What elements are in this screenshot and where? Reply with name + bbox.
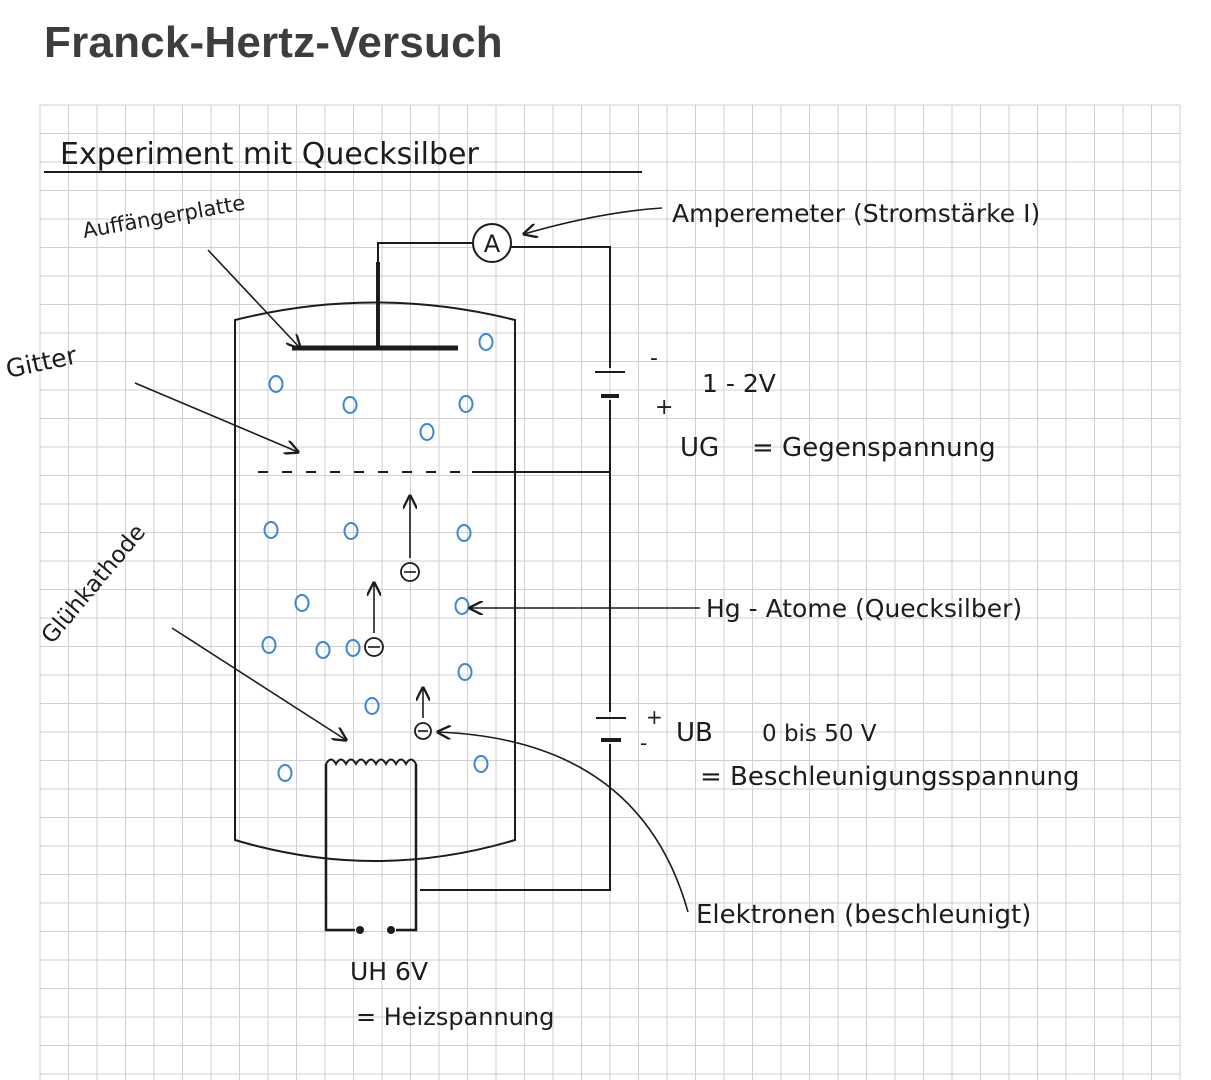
mercury-atom [261, 636, 277, 654]
glass-tube [234, 301, 516, 862]
mercury-atom [294, 594, 310, 612]
electrons-label-arrow [438, 732, 689, 913]
ammeter-label-arrow [524, 207, 663, 234]
heater-voltage-label: UH 6V [350, 957, 428, 986]
wire-plate-to-ammeter [377, 242, 472, 262]
mercury-atom [454, 597, 470, 615]
grid-label-arrow [134, 382, 298, 452]
ammeter-icon [472, 223, 512, 263]
counter-voltage-symbol: UG [680, 433, 719, 463]
mercury-atom [478, 333, 494, 351]
ammeter-label: Amperemeter (Stromstärke I) [672, 199, 1040, 228]
electron [400, 562, 420, 582]
mercury-atom [473, 755, 489, 773]
plate-label: Auffängerplatte [81, 191, 247, 243]
mercury-atom [364, 697, 380, 715]
mercury-atom [268, 375, 284, 393]
mercury-atom [456, 524, 472, 542]
cathode-label: Glühkathode [37, 520, 151, 649]
mercury-atom [315, 641, 331, 659]
electron [414, 722, 432, 740]
plate-label-arrow [207, 249, 300, 348]
electron [364, 637, 384, 657]
mercury-atom [263, 521, 279, 539]
heater-wire-right [396, 764, 418, 932]
counter-voltage-range: 1 - 2V [702, 369, 776, 398]
electrons [364, 496, 432, 740]
mercury-atom [457, 663, 473, 681]
wire-to-heater [420, 744, 611, 891]
heater-voltage-name: = Heizspannung [356, 1003, 554, 1031]
mercury-atom [458, 395, 474, 413]
mercury-atom [419, 423, 435, 441]
mercury-atom [342, 396, 358, 414]
cathode-filament [325, 758, 417, 767]
ammeter-symbol: A [484, 230, 501, 258]
accel-voltage-symbol: UB [676, 718, 713, 748]
accel-minus-sign: - [640, 731, 647, 755]
electrons-label: Elektronen (beschleunigt) [696, 900, 1031, 930]
mercury-atom [343, 522, 359, 540]
page-title: Franck-Hertz-Versuch [44, 18, 503, 67]
atoms-label: Hg - Atome (Quecksilber) [706, 594, 1022, 623]
cathode-label-arrow [171, 627, 346, 740]
mercury-atom [277, 764, 293, 782]
heater-wire-left [324, 764, 355, 932]
wire-ammeter-to-battery [511, 246, 611, 368]
counter-voltage-name: = Gegenspannung [752, 433, 996, 463]
mercury-atoms [261, 333, 494, 782]
heater-terminal-left [356, 926, 364, 934]
counter-minus-sign: - [650, 346, 658, 371]
heading-text: Experiment mit Quecksilber [60, 137, 479, 172]
accel-voltage-name: = Beschleunigungsspannung [700, 762, 1080, 792]
heater-terminal-right [387, 926, 395, 934]
counter-plus-sign: + [655, 395, 673, 420]
accel-plus-sign: + [646, 705, 663, 729]
accel-voltage-range: 0 bis 50 V [762, 721, 877, 747]
mercury-atom [345, 639, 361, 657]
